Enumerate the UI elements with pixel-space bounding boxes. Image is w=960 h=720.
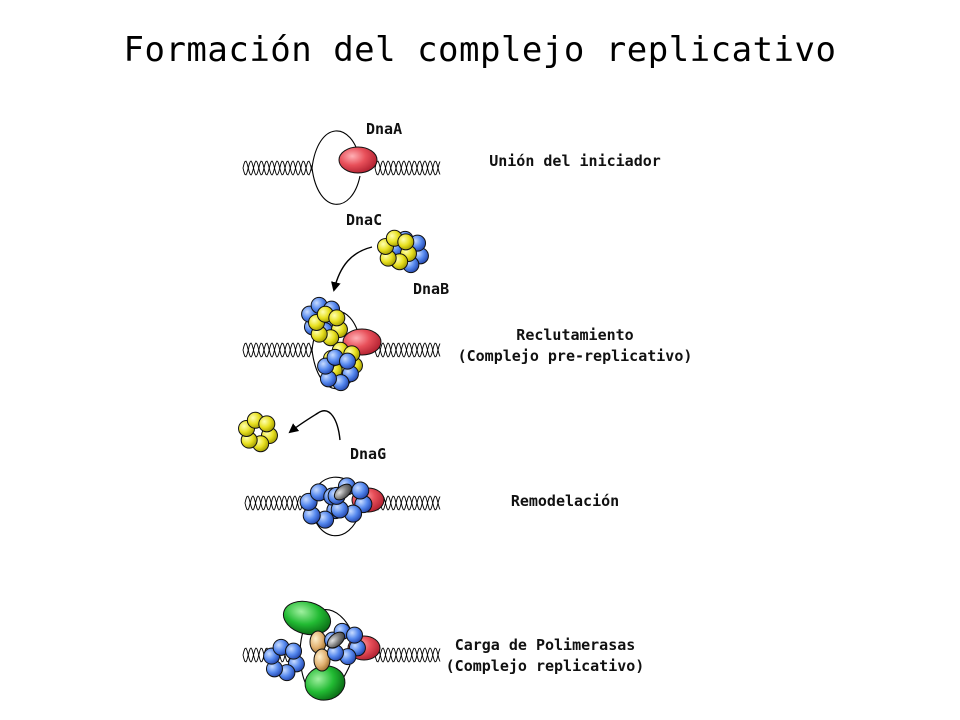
label-dnag: DnaG — [350, 445, 387, 463]
dnab-subunit — [285, 642, 303, 660]
dna-helix-right-4 — [374, 647, 441, 663]
dna-helix-left-2 — [242, 342, 313, 358]
step-1-text: Unión del iniciador — [455, 151, 695, 172]
dnab-subunit — [351, 481, 370, 500]
step-1-line1: Unión del iniciador — [489, 152, 661, 170]
dnab-subunit — [346, 626, 364, 644]
dna-helix-left-3 — [244, 495, 311, 511]
dnac-subunit — [328, 309, 346, 327]
label-dnaa: DnaA — [366, 120, 403, 138]
polymerase-iii — [282, 600, 332, 636]
dnac-subunit — [397, 233, 415, 251]
arrow-recruit — [331, 246, 373, 292]
label-dnab: DnaB — [413, 280, 450, 298]
label-dnac: DnaC — [346, 211, 383, 229]
dnag-primase — [326, 631, 346, 649]
step-4-line1: Carga de Polimerasas — [454, 636, 636, 654]
step-3-line1: Remodelación — [510, 492, 620, 510]
step-4-line2: (Complejo replicativo) — [445, 657, 645, 675]
dna-helix-right-3 — [374, 495, 441, 511]
clamp-protein — [313, 648, 331, 672]
dnaa-protein — [338, 146, 378, 174]
dnac-released-subunit — [258, 415, 276, 433]
step-2-text: Reclutamiento (Complejo pre-replicativo) — [445, 325, 705, 367]
step-2-line2: (Complejo pre-replicativo) — [457, 347, 693, 365]
step-4-text: Carga de Polimerasas (Complejo replicati… — [425, 635, 665, 677]
dnag-primase — [333, 483, 353, 501]
step-2-line1: Reclutamiento — [516, 326, 634, 344]
dna-helix-right-1 — [374, 160, 441, 176]
dnab-subunit — [339, 352, 357, 370]
page-title: Formación del complejo replicativo — [123, 30, 837, 70]
step-3-text: Remodelación — [455, 491, 675, 512]
dna-helix-right-2 — [374, 342, 441, 358]
dna-helix-left-1 — [242, 160, 313, 176]
arrow-release — [288, 410, 341, 441]
